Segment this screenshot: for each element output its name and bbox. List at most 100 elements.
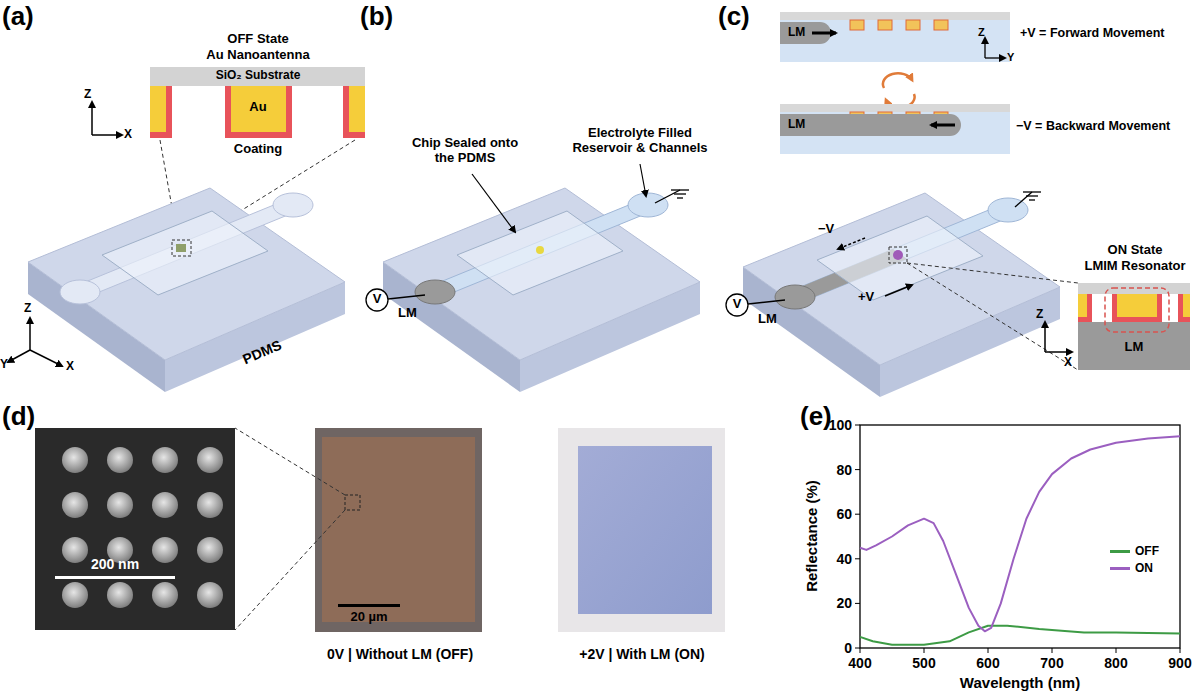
movement-schematic-part: [883, 73, 912, 88]
optical-image-off-part: [322, 437, 475, 622]
tick-label: 100: [829, 417, 852, 433]
sem-image-part: [152, 492, 178, 518]
on-state-cross-section-part: [1044, 322, 1046, 352]
optical-image-off: [235, 428, 482, 632]
reflectance-chart-part: [1052, 648, 1053, 653]
panel-label: (a): [2, 2, 34, 32]
off-state-cross-section-part: [343, 86, 365, 138]
pdms-device-off-part: [102, 211, 268, 295]
movement-schematic-part: [934, 20, 948, 30]
on-state-cross-section-part: [1045, 351, 1072, 353]
layer-label: SiO₂ Substrate: [216, 69, 301, 83]
reflectance-chart-part: [855, 603, 860, 604]
material-label: LM: [788, 118, 805, 132]
pdms-device-on: [743, 193, 1060, 397]
voltage-label: +V: [858, 290, 874, 305]
sem-image-part: [197, 447, 223, 473]
pdms-device-off-part: [73, 200, 300, 297]
annotation-label: Chip Sealed onto the PDMS: [403, 136, 528, 166]
tick-label: 800: [1104, 655, 1127, 671]
tick-label: 900: [1168, 655, 1191, 671]
panel-label: (c): [718, 2, 750, 32]
off-state-cross-section-part: [349, 86, 365, 132]
reflectance-chart-part: [860, 648, 861, 653]
sem-image-part: [107, 492, 133, 518]
sem-image-part: [107, 582, 133, 608]
movement-schematic-part: [985, 57, 1005, 58]
tick-label: 600: [976, 655, 999, 671]
wiring-c-part: [1029, 199, 1035, 200]
sem-image-part: [152, 447, 178, 473]
tick-label: 0: [844, 640, 852, 656]
wiring-b-part: [366, 289, 388, 311]
sem-image-part: [197, 582, 223, 608]
wiring-b: [366, 164, 689, 311]
sem-image-part: [62, 492, 88, 518]
axis-title: Reflectance (%): [803, 480, 820, 592]
on-state-cross-section-part: [1105, 288, 1169, 332]
wiring-c-part: [907, 263, 1078, 370]
pdms-device-off-part: [30, 350, 62, 366]
sem-image-part: [197, 492, 223, 518]
sem-image-part: [152, 582, 178, 608]
pdms-device-off-part: [176, 244, 186, 252]
voltage-symbol-label: V: [733, 297, 742, 312]
sem-image-part: [35, 428, 235, 630]
axis-letter: X: [124, 128, 132, 142]
sem-image-part: [62, 537, 88, 563]
axis-title: Wavelength (nm): [960, 674, 1080, 691]
axis-letter: Z: [978, 26, 985, 39]
wiring-b-part: [655, 190, 680, 203]
wiring-c-part: [1026, 195, 1038, 196]
pdms-device-on-part: [889, 247, 907, 263]
annotation-label: Au Nanoantenna: [206, 48, 309, 63]
axis-letter: Z: [84, 88, 91, 102]
axis-letter: Y: [0, 358, 8, 372]
axis-letter: Z: [1036, 308, 1043, 322]
legend-text: ON: [1135, 561, 1153, 575]
image-caption: +2V | With LM (ON): [579, 646, 705, 662]
optical-image-on-part: [558, 428, 725, 632]
material-label: PDMS: [240, 337, 284, 368]
wiring-c-part: [907, 263, 1078, 283]
pdms-device-sealed-part: [628, 193, 668, 217]
material-label: Au: [249, 100, 266, 115]
optical-image-off-part: [315, 428, 482, 632]
reflectance-chart-part: [855, 514, 860, 515]
pdms-device-sealed-part: [415, 280, 455, 304]
pdms-device-off-part: [29, 318, 31, 350]
off-state-cross-section-part: [231, 86, 286, 132]
tick-label: 20: [836, 595, 852, 611]
panel-label: (b): [360, 2, 393, 32]
on-state-cross-section-part: [1178, 294, 1190, 322]
movement-schematic-part: [780, 114, 961, 136]
movement-schematic-part: [906, 20, 920, 30]
on-state-cross-section-part: [1078, 322, 1190, 370]
legend-text: OFF: [1135, 544, 1159, 558]
material-label: LM: [1125, 340, 1144, 355]
pdms-device-sealed-part: [536, 246, 544, 254]
wiring-b-part: [677, 197, 683, 198]
axis-letter: X: [66, 360, 74, 374]
scale-bar-label: 200 nm: [91, 556, 139, 572]
reflectance-chart-part: [860, 436, 1180, 631]
reflectance-chart-part: [855, 648, 860, 649]
sem-image-part: [197, 537, 223, 563]
movement-schematic-part: [812, 32, 836, 35]
panel-label: (d): [2, 402, 35, 432]
optical-image-off-part: [338, 604, 400, 607]
material-label: LM: [398, 306, 417, 321]
material-label: LM: [758, 312, 777, 327]
pdms-device-off-part: [60, 280, 100, 304]
sem-image-part: [55, 576, 175, 579]
movement-schematic-part: [780, 104, 1010, 112]
state-label: ON State: [1108, 243, 1163, 258]
pdms-device-on-part: [788, 205, 1015, 302]
reflectance-chart-part: [860, 425, 1180, 648]
movement-schematic-part: [878, 20, 892, 30]
pdms-device-off-part: [172, 240, 191, 256]
movement-schematic-part: [984, 38, 985, 58]
tick-label: 40: [836, 551, 852, 567]
